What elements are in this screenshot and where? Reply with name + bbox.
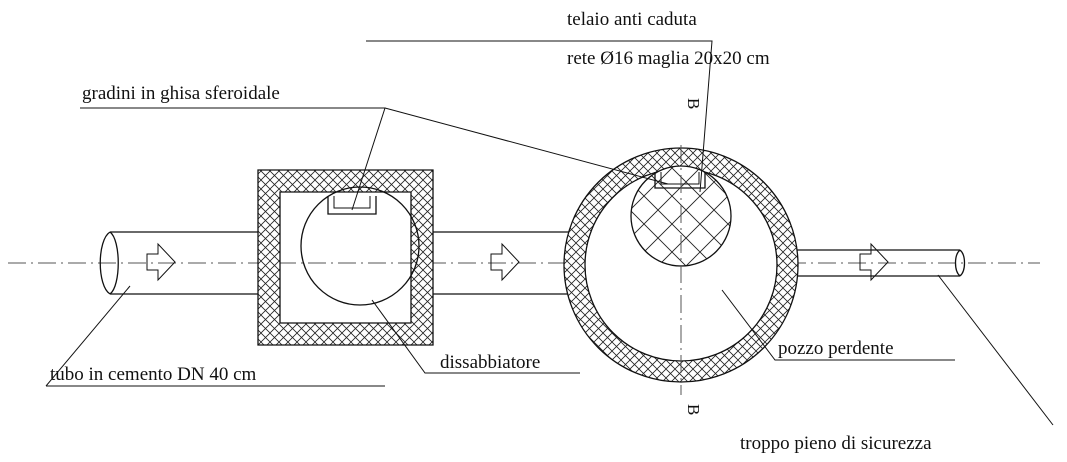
flow-arrow-icon xyxy=(146,242,176,282)
dissabbiatore-chamber xyxy=(257,169,434,346)
label-dissabbiatore: dissabbiatore xyxy=(440,352,540,373)
flow-arrow-icon xyxy=(490,242,520,282)
label-telaio: telaio anti caduta xyxy=(567,9,697,30)
flow-arrow-icon xyxy=(859,242,889,282)
label-gradini: gradini in ghisa sferoidale xyxy=(82,83,280,104)
leader-lines xyxy=(45,40,1054,426)
label-rete: rete Ø16 maglia 20x20 cm xyxy=(567,48,770,69)
label-pozzo: pozzo perdente xyxy=(778,338,894,359)
section-mark-bottom: B xyxy=(684,404,703,415)
connecting-pipe xyxy=(433,231,570,295)
label-tubo: tubo in cemento DN 40 cm xyxy=(50,364,257,385)
section-mark-top: B xyxy=(684,98,703,109)
outlet-pipe xyxy=(795,249,966,277)
inlet-pipe xyxy=(99,231,262,295)
label-troppo: troppo pieno di sicurezza xyxy=(740,433,932,454)
